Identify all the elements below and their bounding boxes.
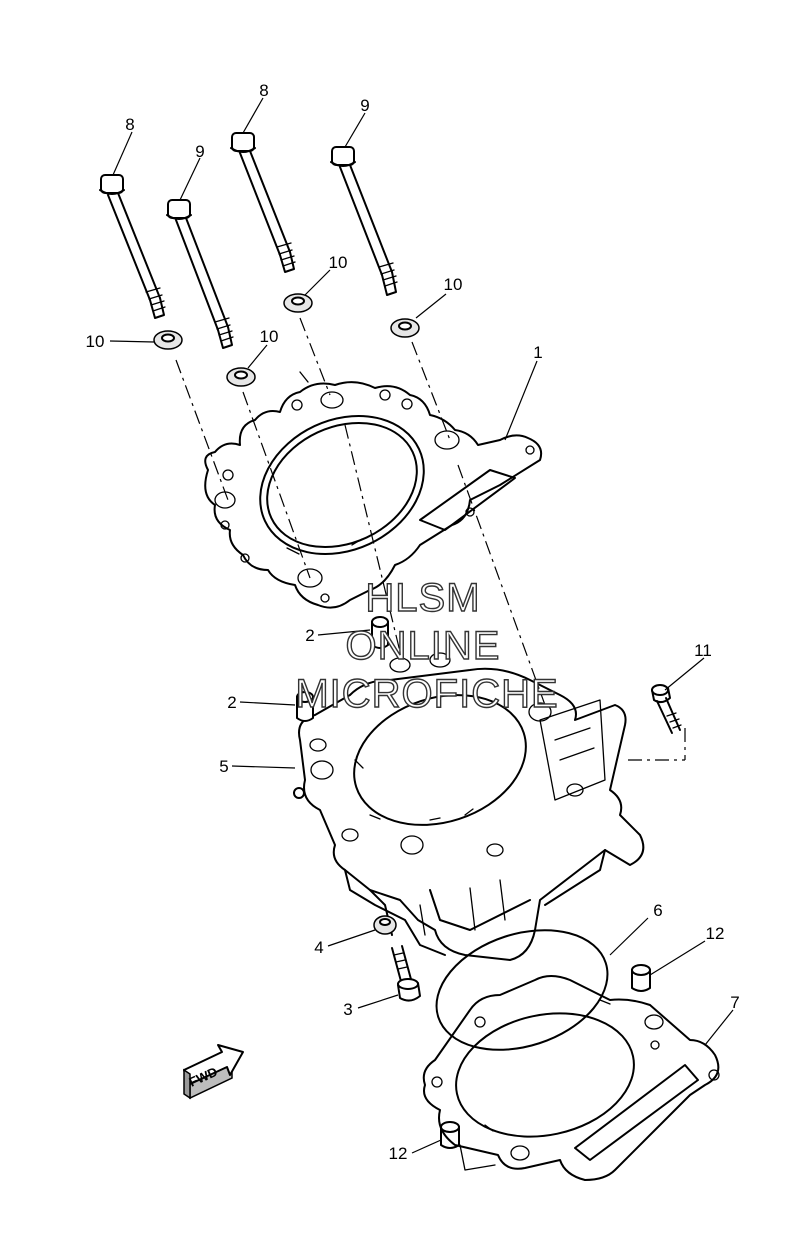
bolt-9-right	[330, 146, 398, 296]
callout-2-top: 2	[305, 626, 314, 645]
callout-labels: 8 9 8 9 10 10 10 10 1 2 2 5 11 6 12 7 4 …	[86, 81, 740, 1163]
bolt-3	[391, 945, 421, 1002]
washer-10-b	[226, 367, 256, 387]
watermark: HLSM ONLINE MICROFICHE	[295, 575, 559, 716]
cylinder-head-gasket	[204, 371, 543, 609]
washer-4	[373, 915, 397, 935]
callout-4: 4	[314, 938, 323, 957]
callout-10-c: 10	[329, 253, 348, 272]
cylinder-block	[293, 652, 645, 961]
callout-10-b: 10	[260, 327, 279, 346]
washer-10-c	[283, 293, 313, 313]
callout-9-right: 9	[360, 96, 369, 115]
watermark-line-3: MICROFICHE	[295, 672, 558, 716]
callout-10-a: 10	[86, 332, 105, 351]
watermark-line-1: HLSM	[365, 576, 480, 620]
dowel-pin-12-left	[440, 1121, 460, 1149]
washer-10-a	[153, 330, 183, 350]
watermark-line-2: ONLINE	[346, 624, 501, 668]
callout-12-right: 12	[706, 924, 725, 943]
dowel-pin-2-top	[371, 616, 389, 649]
callout-11: 11	[694, 641, 712, 660]
cylinder-base-gasket	[422, 975, 720, 1181]
leader-lines	[109, 97, 734, 1154]
dowel-pin-2-left	[296, 691, 314, 722]
bolt-8-left	[99, 174, 166, 319]
o-ring-6	[435, 929, 609, 1051]
callout-1: 1	[533, 343, 542, 362]
fwd-arrow-icon: FWD	[183, 1044, 244, 1100]
bolt-11	[651, 684, 682, 734]
bolt-9-left	[166, 199, 234, 349]
callout-12-left: 12	[389, 1144, 408, 1163]
callout-7: 7	[730, 993, 739, 1012]
callout-6: 6	[653, 901, 662, 920]
callout-3: 3	[343, 1000, 352, 1019]
callout-9-left: 9	[195, 142, 204, 161]
callout-2-left: 2	[227, 693, 236, 712]
dowel-pin-12-right	[631, 964, 651, 992]
callout-5: 5	[219, 757, 228, 776]
bolt-8-right	[230, 132, 296, 273]
callout-8-right: 8	[259, 81, 268, 100]
callout-8-left: 8	[125, 115, 134, 134]
callout-10-d: 10	[444, 275, 463, 294]
washer-10-d	[390, 318, 420, 338]
